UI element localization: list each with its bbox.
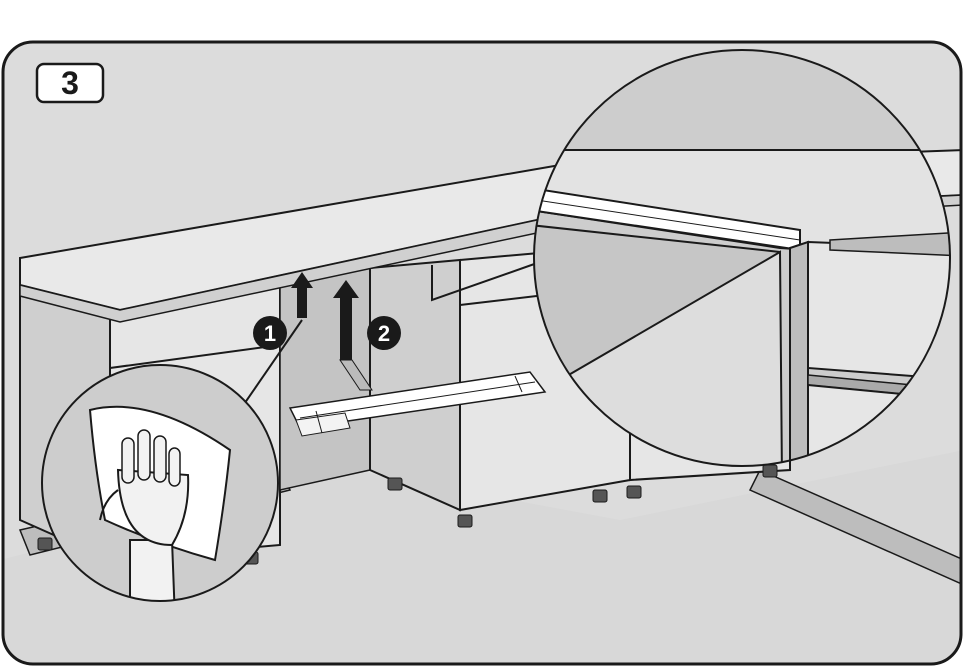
baseboard-right (748, 469, 961, 587)
callout-1: 1 (253, 316, 287, 350)
callout-1-label: 1 (264, 321, 276, 346)
frame-border (1, 40, 963, 666)
arrow-1-icon (239, 272, 313, 411)
countertop-edge (19, 194, 961, 323)
detail-leader-line (431, 261, 541, 302)
callout-2: 2 (367, 316, 401, 350)
callout-2-label: 2 (378, 321, 390, 346)
step-number: 3 (61, 65, 79, 101)
adhesive-strip (288, 371, 547, 437)
arrow-2-icon (333, 280, 373, 391)
step-number-box: 3 (35, 62, 105, 104)
hand-with-cloth-icon (41, 364, 279, 602)
left-cabinet-drawer-line (109, 344, 281, 369)
